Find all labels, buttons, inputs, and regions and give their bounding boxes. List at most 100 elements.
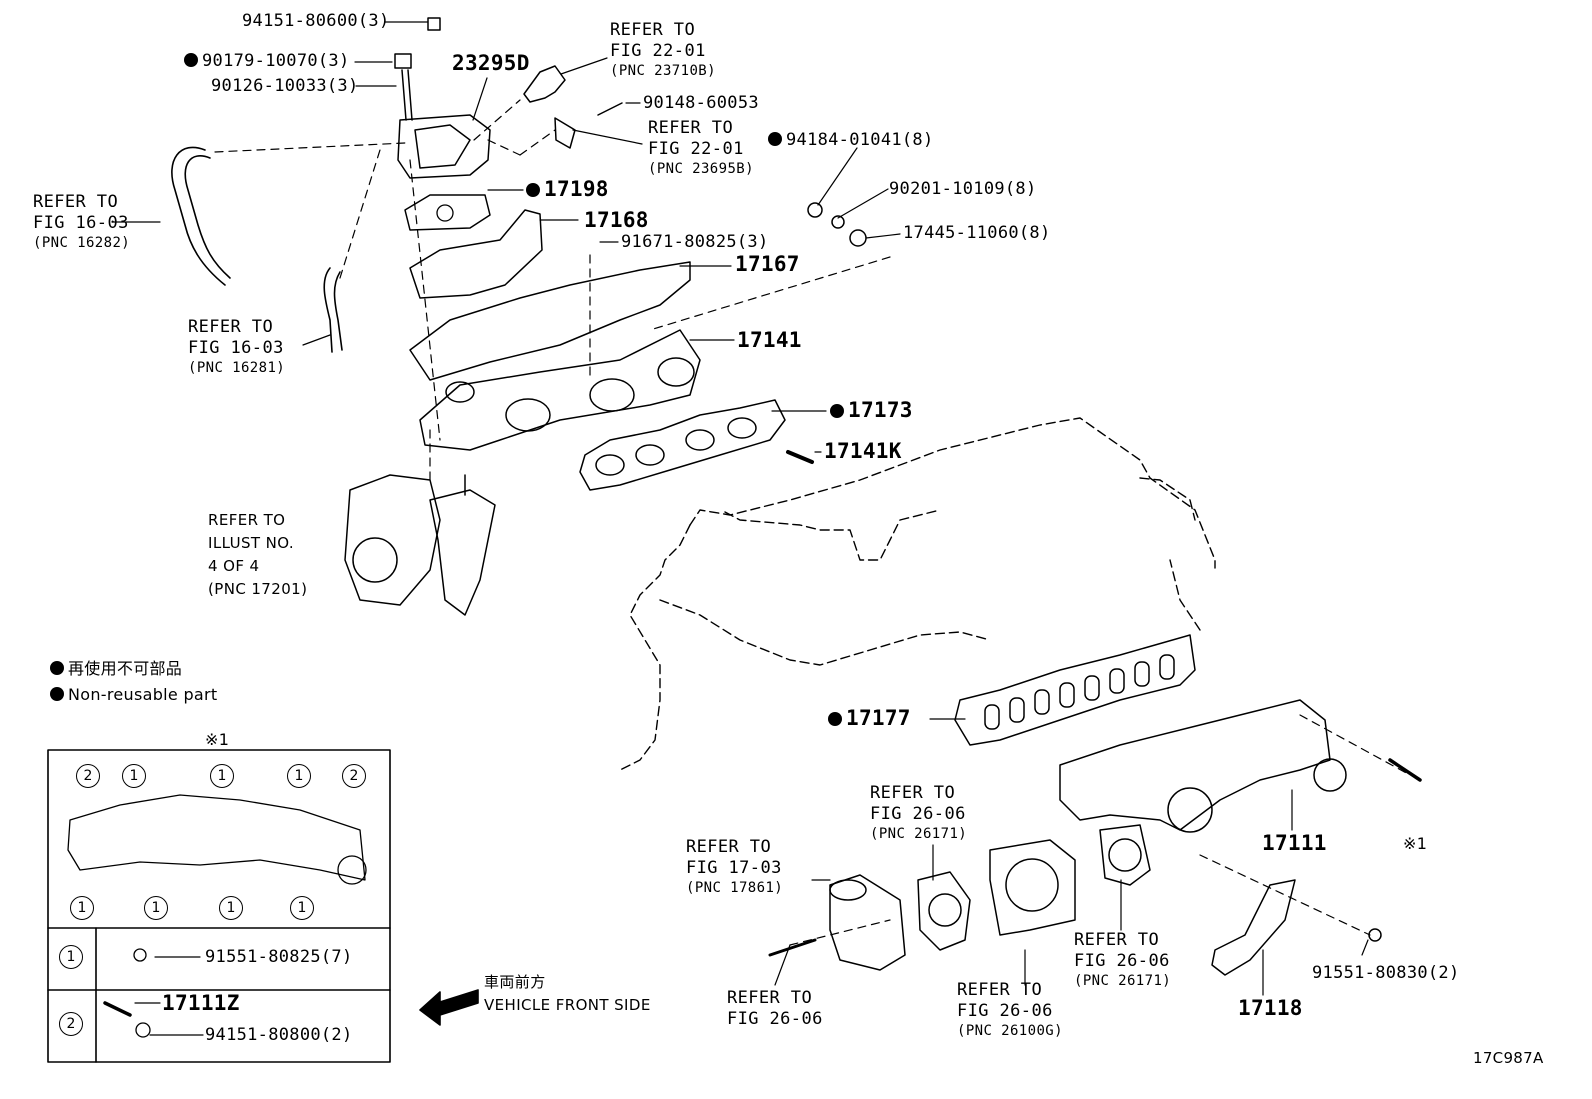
part-17118: 17118: [1238, 996, 1303, 1020]
ref-line: REFER TO: [208, 511, 286, 529]
ref-fig-26-06-bottom-right: REFER TO FIG 26-06 (PNC 26171): [1074, 930, 1171, 991]
ref-line: FIG 16-03: [188, 338, 284, 358]
part-17198: 17198: [526, 178, 609, 201]
inset-circle-top-2: 1: [122, 764, 146, 788]
ref-fig-17-03: REFER TO FIG 17-03 (PNC 17861): [686, 837, 783, 898]
insulator-17167: [409, 261, 691, 381]
part-91551-80830: 91551-80830(2): [1312, 963, 1460, 983]
inset-row-key-2: 2: [59, 1012, 83, 1036]
front-en: VEHICLE FRONT SIDE: [484, 996, 651, 1014]
turbocharger: [344, 474, 496, 616]
ref-line: (PNC 16282): [33, 235, 131, 251]
part-94151-80800: 94151-80800(2): [205, 1025, 353, 1045]
inset-box: [47, 749, 391, 1063]
vehicle-front-label: 車両前方 VEHICLE FRONT SIDE: [484, 971, 651, 1017]
part-17173: 17173: [830, 399, 913, 422]
ref-line: REFER TO: [33, 192, 119, 212]
inset-title: ※1: [205, 730, 230, 749]
ref-line: (PNC 26171): [870, 826, 968, 842]
part-17111z: 17111Z: [162, 991, 240, 1015]
ref-line: FIG 17-03: [686, 858, 782, 878]
mark-1-label: ※1: [1403, 834, 1428, 853]
intake-manifold-17111: [1059, 699, 1422, 833]
ref-line: REFER TO: [610, 20, 696, 40]
ref-fig-22-01-a: REFER TO FIG 22-01 (PNC 23710B): [610, 20, 716, 81]
engine-outline: [619, 417, 1216, 771]
part-17141: 17141: [737, 328, 802, 352]
ref-line: REFER TO: [686, 837, 772, 857]
inset-row-key-1: 1: [59, 945, 83, 969]
part-17445-11060: 17445-11060(8): [903, 223, 1051, 243]
ref-line: FIG 22-01: [648, 139, 744, 159]
inset-circle-bottom-2: 1: [144, 896, 168, 920]
part-17177: 17177: [828, 707, 911, 730]
hoses: [171, 146, 343, 353]
ref-line: FIG 16-03: [33, 213, 129, 233]
ref-fig-26-06-bottom-left: REFER TO FIG 26-06: [727, 988, 823, 1030]
top-valve-cluster: [394, 17, 623, 179]
inset-circle-top-3: 1: [210, 764, 234, 788]
part-94184-01041: 94184-01041(8): [768, 131, 934, 150]
inset-circle-top-4: 1: [287, 764, 311, 788]
nuts-cluster: [807, 202, 867, 247]
ref-line: REFER TO: [1074, 930, 1160, 950]
ref-line: (PNC 26100G): [957, 1023, 1063, 1039]
ref-line: FIG 26-06: [1074, 951, 1170, 971]
part-90126-10033: 90126-10033(3): [211, 76, 359, 96]
ref-line: (PNC 23710B): [610, 63, 716, 79]
ref-line: REFER TO: [188, 317, 274, 337]
gasket-17177: [954, 634, 1196, 746]
ref-illust-4-of-4: REFER TO ILLUST NO. 4 OF 4 (PNC 17201): [208, 509, 307, 601]
ref-line: (PNC 17201): [208, 580, 308, 598]
diagram-code: 17C987A: [1473, 1049, 1544, 1067]
ref-line: ILLUST NO.: [208, 534, 295, 552]
ref-line: (PNC 26171): [1074, 973, 1172, 989]
ref-line: (PNC 17861): [686, 880, 784, 896]
inset-circle-top-5: 2: [342, 764, 366, 788]
inset-circle-top-1: 2: [76, 764, 100, 788]
ref-line: REFER TO: [648, 118, 734, 138]
part-90179-10070: 90179-10070(3): [184, 52, 350, 71]
part-17167: 17167: [735, 252, 800, 276]
dashed-guides: [214, 99, 1411, 946]
gasket-17198: [404, 194, 491, 231]
ref-line: FIG 26-06: [870, 804, 966, 824]
ref-fig-22-01-b: REFER TO FIG 22-01 (PNC 23695B): [648, 118, 754, 179]
ref-line: FIG 22-01: [610, 41, 706, 61]
part-90201-10109: 90201-10109(8): [889, 179, 1037, 199]
ref-fig-26-06-bottom-mid: REFER TO FIG 26-06 (PNC 26100G): [957, 980, 1063, 1041]
exhaust-manifold-17141: [419, 329, 701, 451]
ref-line: (PNC 16281): [188, 360, 286, 376]
ref-line: REFER TO: [870, 783, 956, 803]
part-23295d: 23295D: [452, 51, 530, 75]
legend-en: Non-reusable part: [50, 683, 217, 706]
part-17111: 17111: [1262, 831, 1327, 855]
gasket-17173: [579, 399, 786, 491]
inset-circle-bottom-3: 1: [219, 896, 243, 920]
throttle-parts: [768, 824, 1382, 976]
ref-line: 4 OF 4: [208, 557, 260, 575]
part-91551-80825: 91551-80825(7): [205, 947, 353, 967]
inset-circle-bottom-4: 1: [290, 896, 314, 920]
front-jp: 車両前方: [484, 973, 546, 991]
ref-fig-16-03-a: REFER TO FIG 16-03 (PNC 16282): [33, 192, 130, 253]
ref-line: FIG 26-06: [727, 1009, 823, 1029]
inset-circle-bottom-1: 1: [70, 896, 94, 920]
front-arrow: [419, 989, 479, 1026]
ref-line: (PNC 23695B): [648, 161, 754, 177]
ref-fig-16-03-b: REFER TO FIG 16-03 (PNC 16281): [188, 317, 285, 378]
part-17168: 17168: [584, 208, 649, 232]
legend-jp: 再使用不可部品: [50, 657, 182, 680]
ref-line: REFER TO: [957, 980, 1043, 1000]
ref-fig-26-06-top: REFER TO FIG 26-06 (PNC 26171): [870, 783, 967, 844]
part-17141k: 17141K: [824, 439, 902, 463]
part-94151-80600: 94151-80600(3): [242, 11, 390, 31]
leader-lines: [111, 21, 1369, 1036]
ref-line: FIG 26-06: [957, 1001, 1053, 1021]
part-90148-60053: 90148-60053: [643, 93, 759, 113]
ref-line: REFER TO: [727, 988, 813, 1008]
insulator-17168: [409, 209, 543, 299]
part-91671-80825: 91671-80825(3): [621, 232, 769, 252]
